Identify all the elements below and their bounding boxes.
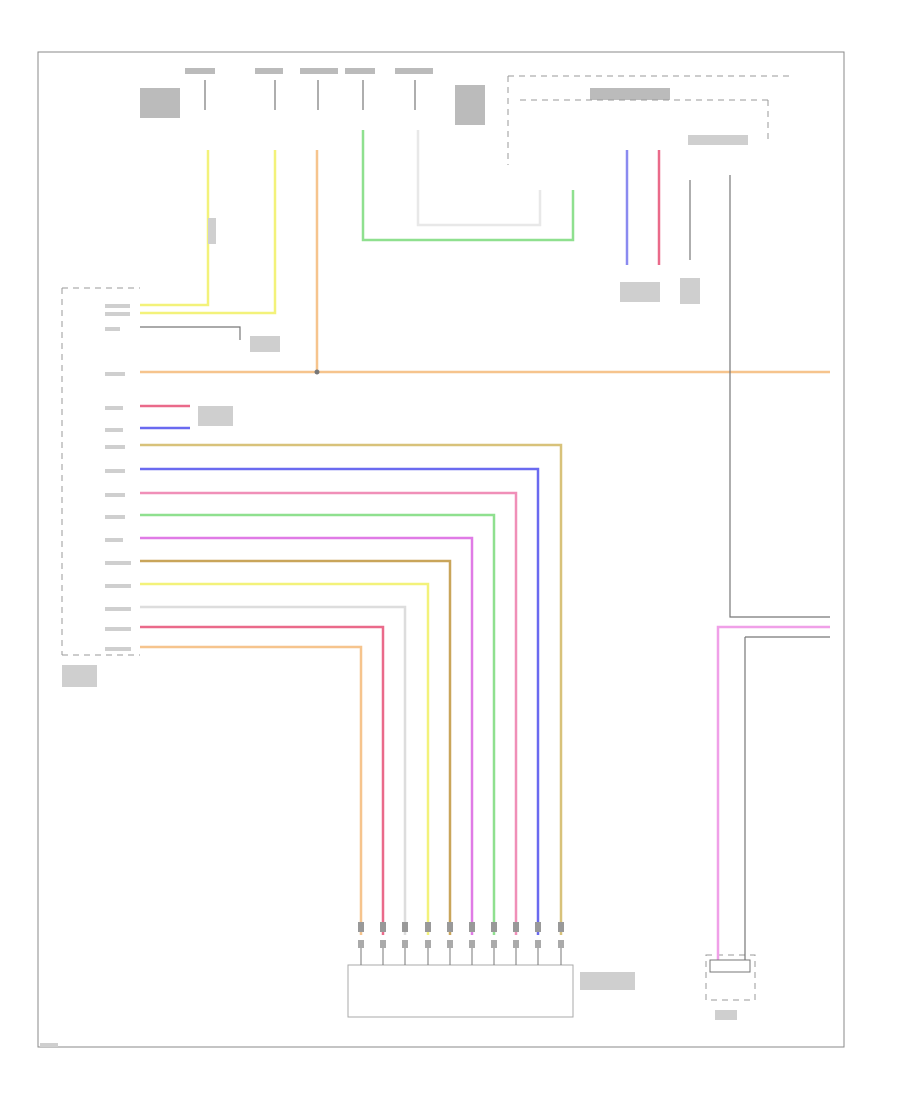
connector-pin	[380, 940, 386, 948]
connector-pin	[469, 940, 475, 948]
bottom-module	[347, 964, 574, 1018]
fuse-drops	[204, 80, 416, 110]
ground-wire	[140, 175, 830, 960]
signal-wire	[140, 625, 385, 935]
signal-wire	[140, 536, 474, 935]
feed-wires	[140, 130, 830, 374]
connector-pin	[535, 922, 541, 932]
connector-pin	[558, 940, 564, 948]
connector-pin	[513, 922, 519, 932]
connector-pin	[491, 922, 497, 932]
signal-wire	[140, 605, 407, 935]
connector-pin	[535, 940, 541, 948]
dashed-enclosures	[61, 75, 790, 1001]
connector-pin	[402, 940, 408, 948]
signal-wire	[140, 645, 363, 935]
diagram-border	[37, 51, 845, 1048]
connector-pin	[402, 922, 408, 932]
top-fuse-labels	[140, 68, 670, 125]
connector-pin	[469, 922, 475, 932]
connector-pin	[447, 940, 453, 948]
connector-pin	[425, 940, 431, 948]
signal-wire	[140, 443, 563, 935]
switch-box	[709, 959, 751, 973]
splice-dot	[314, 369, 320, 375]
connector-pin	[558, 922, 564, 932]
signal-wire	[140, 491, 518, 935]
connector-pin	[425, 922, 431, 932]
label-blocks	[40, 135, 748, 1047]
connector-pin	[358, 940, 364, 948]
signal-wire	[140, 513, 496, 935]
stub-wires	[140, 404, 190, 430]
signal-wire	[140, 467, 540, 935]
connector-pin	[447, 922, 453, 932]
bottom-connector-pins	[358, 922, 564, 965]
switch-wires	[716, 625, 830, 960]
signal-wires	[140, 443, 563, 935]
connector-pin	[380, 922, 386, 932]
signal-wire	[140, 582, 430, 935]
connector-pin	[358, 922, 364, 932]
connector-pin	[491, 940, 497, 948]
signal-wire	[140, 559, 452, 935]
connector-pin	[513, 940, 519, 948]
